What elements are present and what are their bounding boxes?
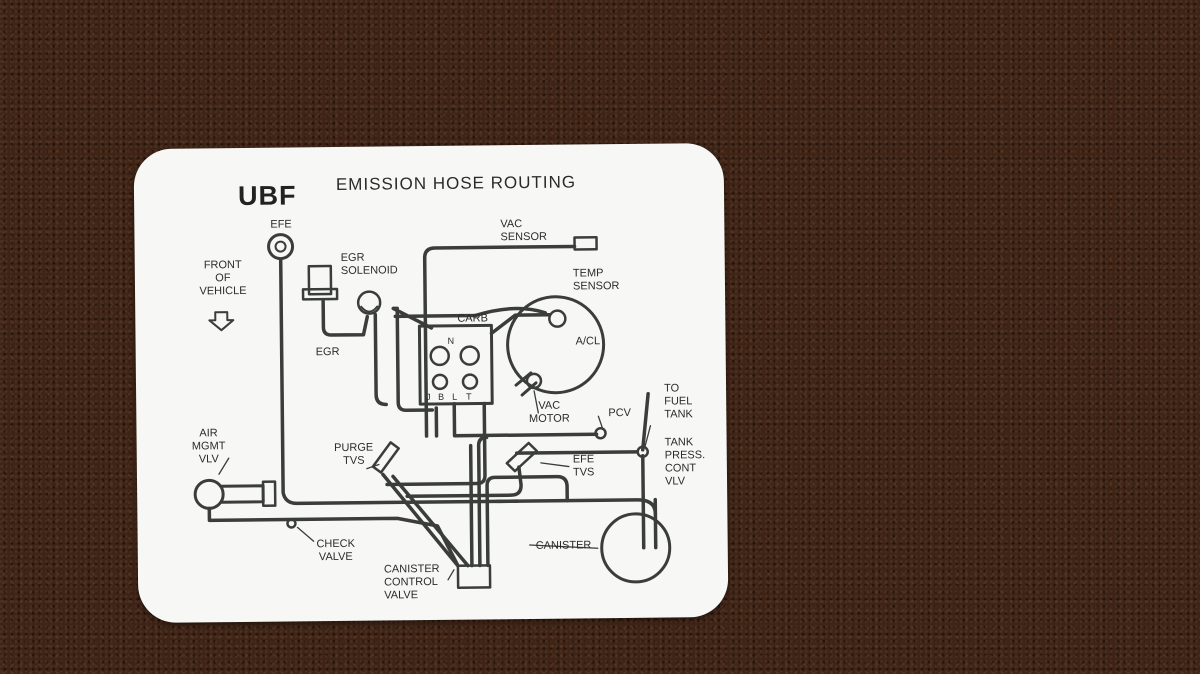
air-mgmt-vlv-label: AIR MGMT VLV	[191, 427, 226, 466]
canister-control-valve-icon	[456, 564, 492, 589]
carb-label: CARB	[457, 312, 488, 325]
efe-hose	[278, 257, 519, 506]
temp-sensor-hose	[489, 313, 552, 336]
efe-tvs-icon	[505, 441, 538, 473]
front-of-vehicle-label: FRONT OF VEHICLE	[199, 258, 247, 298]
temp-sensor-icon	[548, 309, 567, 328]
efe-label: EFE	[270, 218, 292, 231]
egr-solenoid-icon	[307, 264, 333, 296]
air-cleaner-icon	[506, 295, 606, 395]
purge-tvs-label: PURGE TVS	[334, 441, 374, 467]
decal-title: EMISSION HOSE ROUTING	[335, 172, 577, 194]
to-fuel-tank-label: TO FUEL TANK	[664, 382, 693, 421]
canister-control-valve-label: CANISTER CONTROL VALVE	[383, 562, 440, 602]
ccv-hose	[485, 474, 569, 568]
vac-sensor-icon	[573, 236, 598, 251]
hose-routing-diagram	[193, 233, 672, 589]
canister-icon	[600, 512, 672, 584]
vac-motor-label: VAC MOTOR	[528, 399, 570, 425]
vac-sensor-label: VAC SENSOR	[500, 218, 548, 244]
efe-sensor-icon	[267, 233, 295, 261]
vac-sensor-hose	[422, 244, 577, 438]
canister-label: CANISTER	[535, 539, 592, 552]
check-valve-label: CHECK VALVE	[316, 537, 355, 564]
air-mgmt-hose	[207, 506, 460, 568]
egr-vacuum-hose	[391, 306, 435, 413]
emission-decal: UBF EMISSION HOSE ROUTING EFE FRONT OF V…	[133, 142, 729, 624]
egr-solenoid-hose	[321, 299, 370, 337]
purge-tvs-icon	[371, 441, 400, 474]
carb-port-j: J	[426, 392, 431, 403]
purge-tvs-hose	[381, 472, 460, 568]
carb-port-t: T	[466, 391, 472, 402]
carb-icon	[417, 323, 494, 406]
carb-port-b: B	[438, 391, 445, 402]
temp-sensor-label: TEMP SENSOR	[572, 267, 620, 293]
vac-motor-icon	[525, 372, 543, 390]
carb-port-n: N	[447, 335, 455, 346]
air-cleaner-label: A/CL	[575, 335, 601, 348]
fuel-tank-hose	[640, 391, 650, 452]
egr-valve-icon	[356, 290, 382, 315]
pcv-icon	[594, 426, 607, 440]
pcv-label: PCV	[608, 406, 632, 420]
decal-code: UBF	[237, 180, 297, 212]
efe-tvs-label: EFE TVS	[572, 453, 595, 479]
front-arrow-icon	[208, 311, 235, 332]
tank-press-cont-vlv-label: TANK PRESS. CONT VLV	[664, 436, 706, 488]
egr-solenoid-label: EGR SOLENOID	[340, 251, 398, 277]
carb-port-l: L	[452, 391, 458, 402]
air-mgmt-valve-icon	[193, 478, 225, 510]
egr-label: EGR	[315, 345, 340, 359]
check-valve-icon	[286, 518, 297, 529]
carb-ported-hose	[452, 402, 599, 438]
